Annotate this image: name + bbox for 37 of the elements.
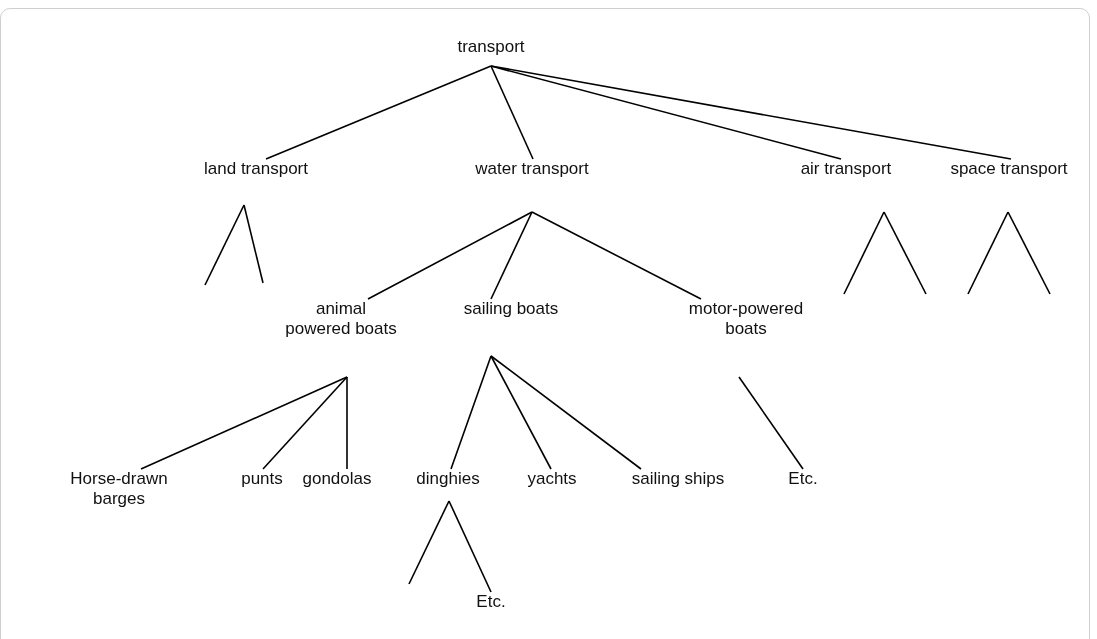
tree-line bbox=[883, 211, 927, 295]
node-label: sailing boats bbox=[463, 299, 559, 319]
tree-line bbox=[531, 211, 702, 300]
tree-line bbox=[490, 355, 642, 470]
node-label: gondolas bbox=[302, 469, 372, 489]
tree-line bbox=[490, 211, 533, 300]
tree-line bbox=[450, 355, 492, 470]
tree-line bbox=[448, 500, 492, 593]
tree-line bbox=[367, 211, 533, 300]
node-label: Etc. bbox=[788, 469, 818, 489]
tree-line bbox=[490, 65, 534, 160]
node-label: water transport bbox=[475, 159, 589, 179]
node-label: air transport bbox=[800, 159, 892, 179]
node-label: yachts bbox=[527, 469, 577, 489]
node-label: space transport bbox=[950, 159, 1068, 179]
tree-line bbox=[490, 355, 552, 470]
node-label: motor-powered boats bbox=[687, 299, 805, 339]
tree-line bbox=[738, 376, 804, 470]
node-label: Etc. bbox=[476, 592, 506, 612]
tree-line bbox=[490, 65, 1012, 160]
node-label: land transport bbox=[204, 159, 308, 179]
tree-line bbox=[204, 204, 245, 286]
node-label: animal powered boats bbox=[284, 299, 398, 339]
tree-line bbox=[1007, 211, 1051, 295]
tree-line bbox=[408, 500, 450, 585]
tree-line bbox=[346, 376, 348, 470]
node-label: transport bbox=[457, 37, 525, 57]
tree-line bbox=[262, 376, 348, 470]
node-label: punts bbox=[241, 469, 283, 489]
node-label: dinghies bbox=[416, 469, 480, 489]
tree-line bbox=[265, 65, 492, 160]
tree-line bbox=[967, 211, 1009, 295]
node-label: Horse-drawn barges bbox=[69, 469, 169, 509]
node-label: sailing ships bbox=[631, 469, 725, 489]
tree-line bbox=[140, 376, 348, 470]
tree-line bbox=[243, 204, 264, 284]
tree-line bbox=[843, 211, 885, 295]
